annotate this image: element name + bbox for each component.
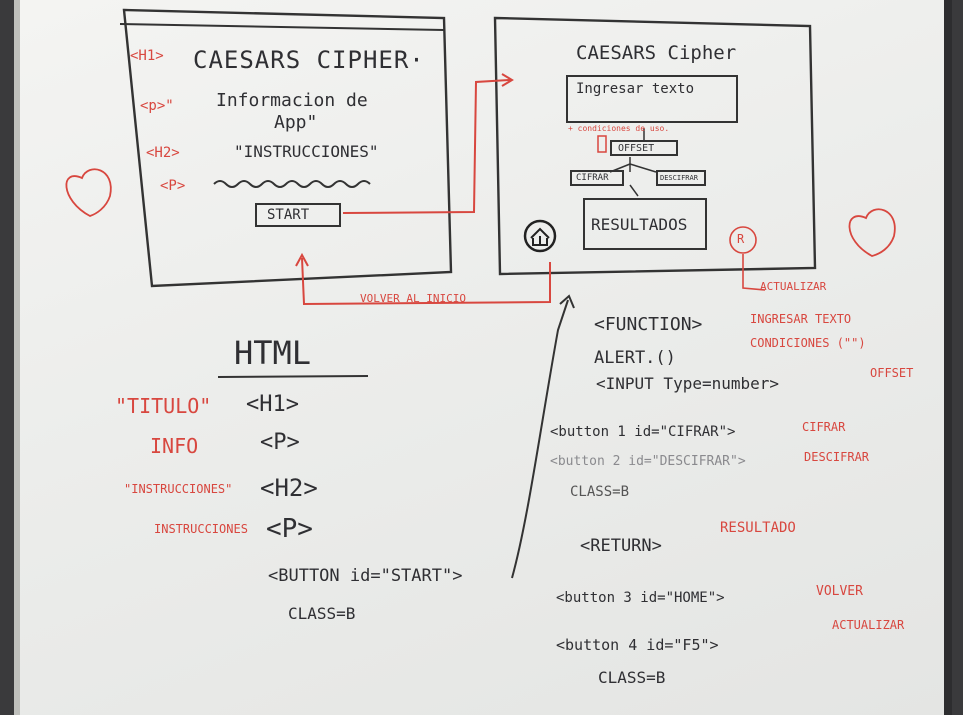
info-line-1: Informacion de [216, 90, 368, 111]
button-4-note: ACTUALIZAR [832, 618, 905, 632]
button-1-note: CIFRAR [802, 420, 846, 434]
row-2-label: INFO [150, 434, 199, 458]
h1-tag: <H1> [130, 48, 164, 64]
button-4-line: <button 4 id="F5"> [556, 636, 719, 654]
offset-box[interactable]: OFFSET [610, 140, 678, 156]
marker-drawings [65, 8, 896, 579]
home-icon [523, 219, 557, 253]
right-wireframe-frame [493, 16, 817, 276]
row-1-label: "TITULO" [115, 394, 212, 418]
button-arrow [511, 299, 569, 579]
paragraph-squiggle [213, 180, 371, 188]
return-note: VOLVER AL INICIO [360, 292, 466, 305]
return-code-note: RESULTADO [720, 520, 796, 536]
button-1-line: <button 1 id="CIFRAR"> [550, 424, 736, 440]
refresh-icon [729, 226, 757, 254]
button-2-line: <button 2 id="DESCIFRAR"> [550, 454, 746, 469]
heart-left-icon [65, 168, 112, 217]
button-2-note: DESCIFRAR [804, 450, 870, 464]
left-wireframe-frame [122, 8, 453, 288]
row-4-tag: <P> [266, 514, 313, 544]
row-3-tag: <H2> [260, 474, 318, 502]
left-title: CAESARS CIPHER· [193, 46, 425, 74]
heart-right-icon [848, 208, 896, 257]
cifrar-button[interactable]: CIFRAR [570, 170, 624, 186]
row-2-tag: <P> [260, 430, 300, 455]
function-note-1: INGRESAR TEXTO [750, 312, 852, 326]
start-button-code: <BUTTON id="START"> [268, 566, 463, 586]
alert-line: ALERT.() [594, 348, 676, 368]
descifrar-button[interactable]: DESCIFRAR [656, 170, 706, 186]
return-arrow [301, 257, 551, 306]
row-4-label: INSTRUCCIONES [154, 522, 248, 536]
input-line: <INPUT Type=number> [596, 374, 780, 393]
button-3-line: <button 3 id="HOME"> [556, 590, 725, 606]
refresh-letter[interactable]: R [737, 232, 745, 246]
input-note: OFFSET [870, 366, 914, 380]
button-3-note: VOLVER [816, 584, 863, 599]
left-wireframe-topbar [119, 23, 445, 31]
class-b-2: CLASS=B [598, 668, 666, 687]
whiteboard: <H1> CAESARS CIPHER· <p>" Informacion de… [14, 0, 952, 715]
start-button[interactable]: START [255, 203, 341, 227]
text-input-box[interactable]: Ingresar texto [566, 75, 738, 123]
p-tag: <p>" [140, 98, 174, 114]
start-class-code: CLASS=B [288, 604, 356, 623]
h2-tag: <H2> [146, 145, 180, 161]
function-line: <FUNCTION> [594, 314, 703, 335]
refresh-note: ACTUALIZAR [760, 280, 827, 293]
conditions-note: + condiciones de uso. [568, 124, 670, 133]
row-3-label: "INSTRUCCIONES" [124, 482, 233, 496]
return-line: <RETURN> [580, 536, 662, 556]
class-b-1: CLASS=B [570, 484, 630, 500]
results-box: RESULTADOS [583, 198, 707, 250]
html-heading: HTML [234, 334, 312, 372]
function-note-2: CONDICIONES ("") [750, 336, 866, 350]
p-tag-2: <P> [160, 178, 186, 194]
start-arrow [342, 79, 511, 214]
instructions-text: "INSTRUCCIONES" [234, 142, 379, 161]
info-line-2: App" [274, 112, 318, 133]
row-1-tag: <H1> [246, 392, 299, 417]
right-title: CAESARS Cipher [576, 42, 737, 64]
